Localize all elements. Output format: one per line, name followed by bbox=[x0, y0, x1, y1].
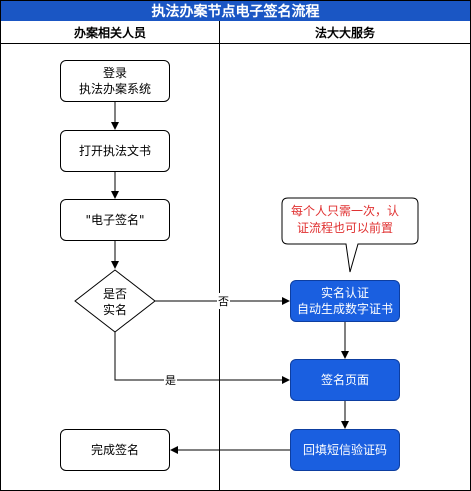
edge-label-yes: 是 bbox=[164, 372, 177, 388]
node-signing-complete: 完成签名 bbox=[60, 429, 170, 471]
lane-header-fadada: 法大大服务 bbox=[220, 22, 470, 44]
arrow-yes-to-sign-page bbox=[114, 332, 290, 384]
callout-note: 每个人只需一次，认 证流程也可以前置 bbox=[290, 204, 399, 235]
node-login: 登录 执法办案系统 bbox=[60, 60, 170, 102]
node-real-name-auth: 实名认证 自动生成数字证书 bbox=[290, 280, 400, 322]
node-electronic-signature: "电子签名" bbox=[60, 199, 170, 241]
edge-label-no: 否 bbox=[217, 293, 230, 309]
node-decision-label: 是否 实名 bbox=[102, 287, 127, 317]
node-sms-code: 回填短信验证码 bbox=[290, 429, 400, 471]
diagram-title: 执法办案节点电子签名流程 bbox=[1, 1, 470, 21]
node-open-document: 打开执法文书 bbox=[60, 130, 170, 172]
lane-divider bbox=[219, 21, 220, 490]
lane-header-staff: 办案相关人员 bbox=[1, 22, 219, 44]
node-sign-page: 签名页面 bbox=[290, 359, 400, 401]
callout-bubble bbox=[281, 197, 419, 273]
